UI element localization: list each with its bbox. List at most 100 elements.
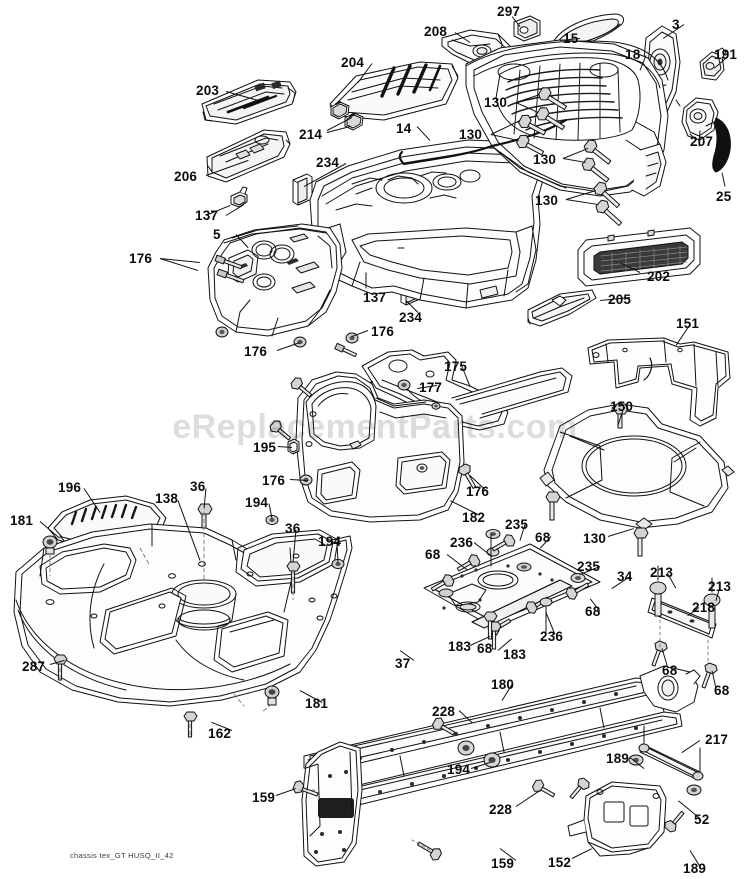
callout-235[interactable]: 235 [577, 559, 601, 574]
part-177-shape [397, 379, 411, 391]
callout-183[interactable]: 183 [448, 639, 472, 654]
callout-234[interactable]: 234 [399, 310, 423, 325]
part-137a-shape [230, 186, 248, 208]
plate-fasteners [430, 529, 590, 650]
part-218-shape [647, 565, 721, 689]
callout-180[interactable]: 180 [491, 677, 515, 692]
callout-5[interactable]: 5 [213, 227, 221, 242]
callout-236[interactable]: 236 [450, 535, 474, 550]
part-25-shape [712, 117, 731, 173]
callout-297[interactable]: 297 [497, 4, 521, 19]
callout-183[interactable]: 183 [503, 647, 527, 662]
callout-130[interactable]: 130 [533, 152, 557, 167]
callout-162[interactable]: 162 [208, 726, 232, 741]
callout-196[interactable]: 196 [58, 480, 82, 495]
callout-25[interactable]: 25 [716, 189, 732, 204]
callout-191[interactable]: 191 [714, 47, 738, 62]
callout-189[interactable]: 189 [683, 861, 707, 876]
callout-3[interactable]: 3 [672, 17, 680, 32]
callout-68[interactable]: 68 [662, 663, 678, 678]
part-182-shape [295, 371, 465, 523]
callout-195[interactable]: 195 [253, 440, 277, 455]
callout-137[interactable]: 137 [363, 290, 387, 305]
callout-68[interactable]: 68 [535, 530, 551, 545]
callout-14[interactable]: 14 [396, 121, 412, 136]
callout-177[interactable]: 177 [419, 380, 443, 395]
callout-218[interactable]: 218 [692, 600, 716, 615]
callout-137[interactable]: 137 [195, 208, 219, 223]
callout-234[interactable]: 234 [316, 155, 340, 170]
callout-130[interactable]: 130 [484, 95, 508, 110]
callout-194[interactable]: 194 [447, 762, 471, 777]
callout-138[interactable]: 138 [155, 491, 179, 506]
callout-36[interactable]: 36 [285, 521, 301, 536]
callout-68[interactable]: 68 [477, 641, 493, 656]
part-195-shape [287, 438, 300, 455]
part-204-shape [329, 61, 459, 121]
callout-208[interactable]: 208 [424, 24, 448, 39]
callout-68[interactable]: 68 [714, 683, 730, 698]
callout-228[interactable]: 228 [489, 802, 513, 817]
callout-189[interactable]: 189 [606, 751, 630, 766]
callout-205[interactable]: 205 [608, 292, 632, 307]
callout-176[interactable]: 176 [129, 251, 153, 266]
callout-152[interactable]: 152 [548, 855, 572, 870]
callout-213[interactable]: 213 [708, 579, 732, 594]
callout-37[interactable]: 37 [395, 656, 411, 671]
leader-line [365, 272, 367, 289]
callout-236[interactable]: 236 [540, 629, 564, 644]
callout-207[interactable]: 207 [690, 134, 714, 149]
part-14-shape [301, 139, 545, 309]
part-217-shape [628, 725, 704, 796]
part-297-shape [513, 15, 541, 42]
part-176-fasteners [214, 254, 359, 358]
callout-150[interactable]: 150 [610, 399, 634, 414]
callout-36[interactable]: 36 [190, 479, 206, 494]
callout-214[interactable]: 214 [299, 127, 323, 142]
callout-130[interactable]: 130 [459, 127, 483, 142]
part-202-shape [577, 227, 701, 287]
callout-181[interactable]: 181 [305, 696, 329, 711]
callout-181[interactable]: 181 [10, 513, 34, 528]
callout-228[interactable]: 228 [432, 704, 456, 719]
part-175-shape [355, 349, 573, 431]
part-180-shape [292, 665, 701, 867]
callout-287[interactable]: 287 [22, 659, 46, 674]
callout-159[interactable]: 159 [252, 790, 276, 805]
callout-217[interactable]: 217 [705, 732, 729, 747]
callout-202[interactable]: 202 [647, 269, 671, 284]
part-37-shape [13, 523, 353, 707]
callout-18[interactable]: 18 [625, 47, 641, 62]
callout-235[interactable]: 235 [505, 517, 529, 532]
callout-130[interactable]: 130 [583, 531, 607, 546]
callout-203[interactable]: 203 [196, 83, 220, 98]
callout-176[interactable]: 176 [466, 484, 490, 499]
part-150-shape [539, 401, 735, 557]
callout-68[interactable]: 68 [425, 547, 441, 562]
callout-176[interactable]: 176 [262, 473, 286, 488]
callout-176[interactable]: 176 [371, 324, 395, 339]
callout-151[interactable]: 151 [676, 316, 700, 331]
callout-15[interactable]: 15 [563, 31, 579, 46]
part-234a-shape [292, 173, 313, 206]
callout-176[interactable]: 176 [244, 344, 268, 359]
callout-130[interactable]: 130 [535, 193, 559, 208]
callout-175[interactable]: 175 [444, 359, 468, 374]
callout-194[interactable]: 194 [318, 534, 342, 549]
part-130-fasteners [516, 87, 623, 227]
callout-34[interactable]: 34 [617, 569, 633, 584]
callout-206[interactable]: 206 [174, 169, 198, 184]
callout-68[interactable]: 68 [585, 604, 601, 619]
part-5-shape [207, 223, 343, 337]
part-203-shape [201, 79, 297, 125]
callout-159[interactable]: 159 [491, 856, 515, 871]
part-206-shape [206, 129, 291, 183]
part-207-shape [681, 97, 719, 141]
deck-fasteners [42, 503, 345, 739]
callout-52[interactable]: 52 [694, 812, 710, 827]
callout-182[interactable]: 182 [462, 510, 486, 525]
callout-194[interactable]: 194 [245, 495, 269, 510]
callout-213[interactable]: 213 [650, 565, 674, 580]
callout-204[interactable]: 204 [341, 55, 365, 70]
